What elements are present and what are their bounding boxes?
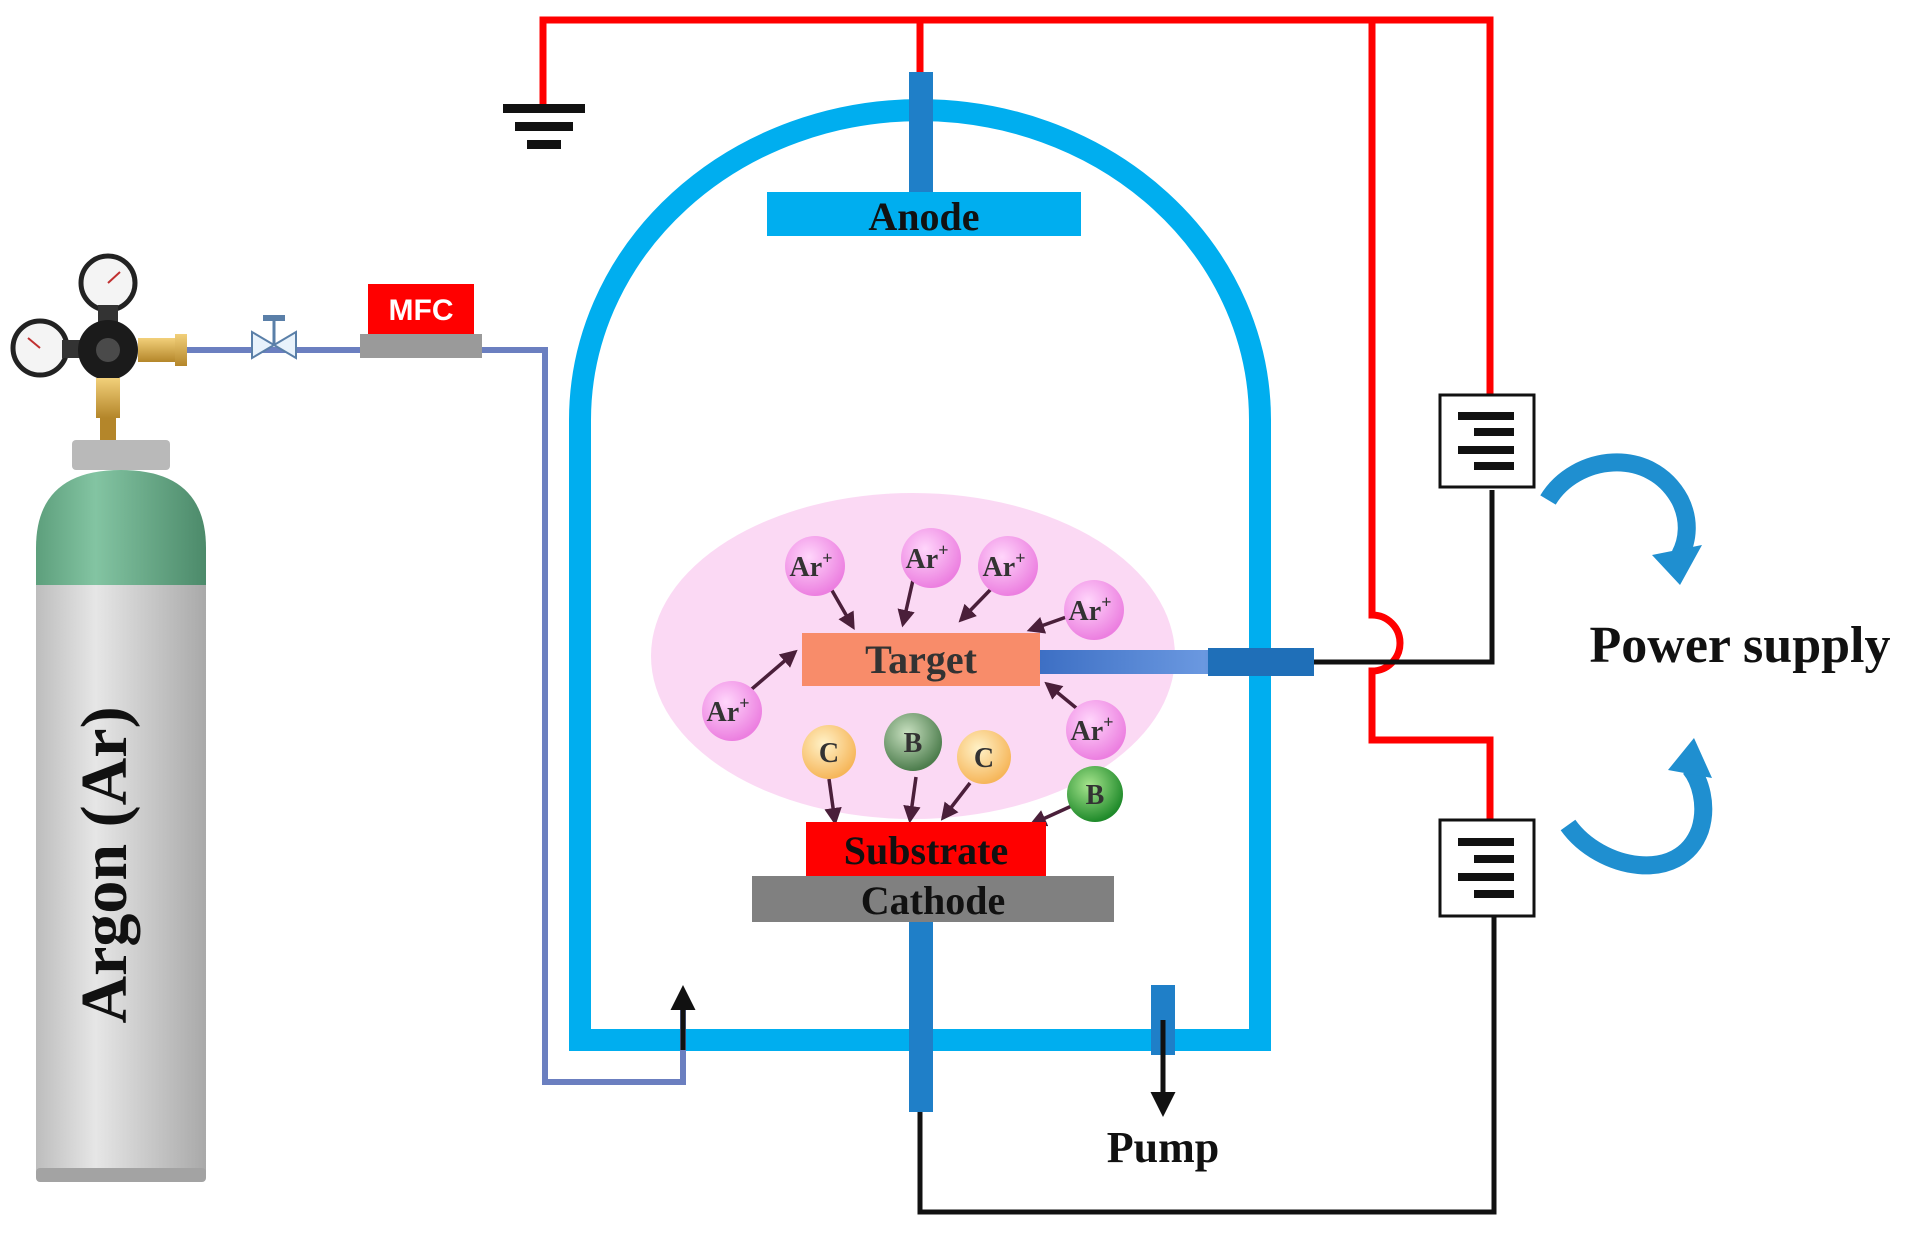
cathode-label: Cathode (861, 878, 1005, 923)
mass-flow-controller: MFC (360, 284, 482, 358)
svg-text:C: C (819, 738, 839, 769)
carbon-atom: C (802, 725, 856, 779)
curved-arrow-icon (1540, 453, 1702, 585)
argon-ion: Ar+ (1064, 580, 1124, 640)
carbon-atom: C (957, 730, 1011, 784)
substrate-label: Substrate (844, 828, 1008, 873)
gas-line (175, 347, 686, 1085)
svg-text:Ar+: Ar+ (1071, 712, 1114, 747)
svg-text:Ar+: Ar+ (983, 548, 1026, 583)
ground-symbol-icon (503, 104, 585, 149)
cathode-stem (909, 922, 933, 1112)
substrate-plate (806, 822, 1046, 876)
particle-trajectories (744, 579, 1088, 827)
cathode-plate (752, 876, 1114, 922)
target-label: Target (865, 637, 978, 682)
mfc-label: MFC (389, 294, 454, 327)
battery-symbol-icon (1438, 818, 1536, 918)
boron-atom: B (1067, 766, 1123, 822)
argon-ion: Ar+ (702, 681, 762, 741)
svg-text:B: B (1086, 780, 1105, 811)
svg-text:B: B (904, 728, 923, 759)
power-wires (539, 16, 1494, 820)
valve-icon (251, 315, 297, 360)
target-power-wire (1314, 490, 1495, 665)
argon-ion: Ar+ (978, 536, 1038, 596)
svg-text:Ar+: Ar+ (906, 540, 949, 575)
target-feedthrough-outer (1208, 648, 1314, 676)
argon-ion: Ar+ (785, 536, 845, 596)
svg-text:Ar+: Ar+ (1069, 592, 1112, 627)
svg-text:C: C (974, 743, 994, 774)
cathode-power-wire (917, 916, 1497, 1215)
anode-plate (767, 192, 1081, 236)
anode-stem (909, 72, 933, 192)
gas-cylinder-label: Argon (Ar) (68, 706, 141, 1023)
argon-ion: Ar+ (1066, 700, 1126, 760)
curved-arrow-icon (1560, 738, 1713, 875)
pressure-regulator-icon (10, 253, 187, 442)
svg-text:Ar+: Ar+ (707, 693, 750, 728)
pump-label: Pump (1107, 1123, 1219, 1172)
anode-label: Anode (868, 194, 979, 239)
battery-symbol-icon (1438, 393, 1536, 489)
svg-text:Ar+: Ar+ (790, 548, 833, 583)
power-supply-label: Power supply (1590, 617, 1891, 674)
argon-gas-cylinder: Argon (Ar) (36, 440, 206, 1182)
argon-ion: Ar+ (901, 528, 961, 588)
boron-atom: B (884, 713, 942, 771)
target-plate (802, 633, 1040, 686)
